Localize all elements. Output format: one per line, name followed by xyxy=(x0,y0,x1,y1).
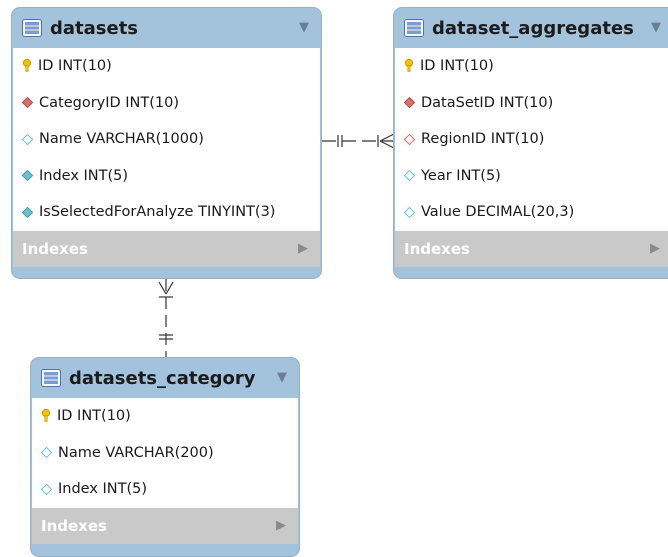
column-label: CategoryID INT(10) xyxy=(39,94,180,111)
column-label: Index INT(5) xyxy=(58,481,148,498)
column-label: ID INT(10) xyxy=(38,58,112,75)
collapse-arrow-icon[interactable]: ▼ xyxy=(277,370,287,385)
table-icon xyxy=(404,19,424,37)
table-footer xyxy=(394,267,668,279)
foreign-key-diamond-icon xyxy=(404,133,415,145)
column-row[interactable]: Value DECIMAL(20,3) xyxy=(395,194,668,231)
table-title: datasets xyxy=(50,17,139,39)
column-diamond-icon xyxy=(22,170,33,182)
column-label: IsSelectedForAnalyze TINYINT(3) xyxy=(39,204,276,221)
column-diamond-icon xyxy=(41,447,52,459)
table-title: dataset_aggregates xyxy=(432,17,634,39)
column-label: Value DECIMAL(20,3) xyxy=(421,204,575,221)
column-label: DataSetID INT(10) xyxy=(421,94,554,111)
column-label: RegionID INT(10) xyxy=(421,131,545,148)
column-row[interactable]: DataSetID INT(10) xyxy=(395,85,668,122)
expand-arrow-icon[interactable]: ▶ xyxy=(298,241,308,256)
primary-key-icon xyxy=(404,59,414,73)
primary-key-icon xyxy=(41,409,51,423)
expand-arrow-icon[interactable]: ▶ xyxy=(276,518,286,533)
column-diamond-icon xyxy=(22,133,33,145)
column-label: Year INT(5) xyxy=(421,167,501,184)
primary-key-icon xyxy=(22,59,32,73)
collapse-arrow-icon[interactable]: ▼ xyxy=(651,20,661,35)
table-header[interactable]: dataset_aggregates ▼ xyxy=(394,8,668,48)
column-row[interactable]: CategoryID INT(10) xyxy=(13,85,320,122)
column-diamond-icon xyxy=(404,170,415,182)
column-row[interactable]: Index INT(5) xyxy=(32,471,298,508)
indexes-label: Indexes xyxy=(404,239,470,258)
indexes-label: Indexes xyxy=(41,516,107,535)
indexes-section[interactable]: Indexes ▶ xyxy=(395,230,668,267)
column-label: ID INT(10) xyxy=(420,58,494,75)
column-row[interactable]: Name VARCHAR(1000) xyxy=(13,121,320,158)
column-row[interactable]: Index INT(5) xyxy=(13,158,320,195)
table-header[interactable]: datasets ▼ xyxy=(12,8,321,48)
table-datasets[interactable]: datasets ▼ ID INT(10) CategoryID INT(10)… xyxy=(11,7,322,279)
column-row[interactable]: ID INT(10) xyxy=(13,48,320,85)
foreign-key-diamond-icon xyxy=(22,97,33,109)
column-diamond-icon xyxy=(41,483,52,495)
column-row[interactable]: ID INT(10) xyxy=(32,398,298,435)
indexes-section[interactable]: Indexes ▶ xyxy=(32,507,298,544)
table-footer xyxy=(12,267,321,279)
column-row[interactable]: IsSelectedForAnalyze TINYINT(3) xyxy=(13,194,320,231)
table-header[interactable]: datasets_category ▼ xyxy=(31,358,299,398)
column-row[interactable]: ID INT(10) xyxy=(395,48,668,85)
table-title: datasets_category xyxy=(69,367,256,389)
column-diamond-icon xyxy=(404,206,415,218)
collapse-arrow-icon[interactable]: ▼ xyxy=(299,20,309,35)
table-dataset-aggregates[interactable]: dataset_aggregates ▼ ID INT(10) DataSetI… xyxy=(393,7,668,279)
indexes-label: Indexes xyxy=(22,239,88,258)
foreign-key-diamond-icon xyxy=(404,97,415,109)
table-datasets-category[interactable]: datasets_category ▼ ID INT(10) Name VARC… xyxy=(30,357,300,557)
column-list: ID INT(10) DataSetID INT(10) RegionID IN… xyxy=(395,48,668,231)
column-list: ID INT(10) CategoryID INT(10) Name VARCH… xyxy=(13,48,320,231)
column-label: Index INT(5) xyxy=(39,167,129,184)
table-icon xyxy=(41,369,61,387)
table-icon xyxy=(22,19,42,37)
column-row[interactable]: Name VARCHAR(200) xyxy=(32,435,298,472)
column-list: ID INT(10) Name VARCHAR(200) Index INT(5… xyxy=(32,398,298,508)
expand-arrow-icon[interactable]: ▶ xyxy=(650,241,660,256)
column-label: Name VARCHAR(1000) xyxy=(39,131,204,148)
column-label: Name VARCHAR(200) xyxy=(58,444,214,461)
column-row[interactable]: RegionID INT(10) xyxy=(395,121,668,158)
column-row[interactable]: Year INT(5) xyxy=(395,158,668,195)
indexes-section[interactable]: Indexes ▶ xyxy=(13,230,320,267)
column-label: ID INT(10) xyxy=(57,408,131,425)
column-diamond-icon xyxy=(22,206,33,218)
